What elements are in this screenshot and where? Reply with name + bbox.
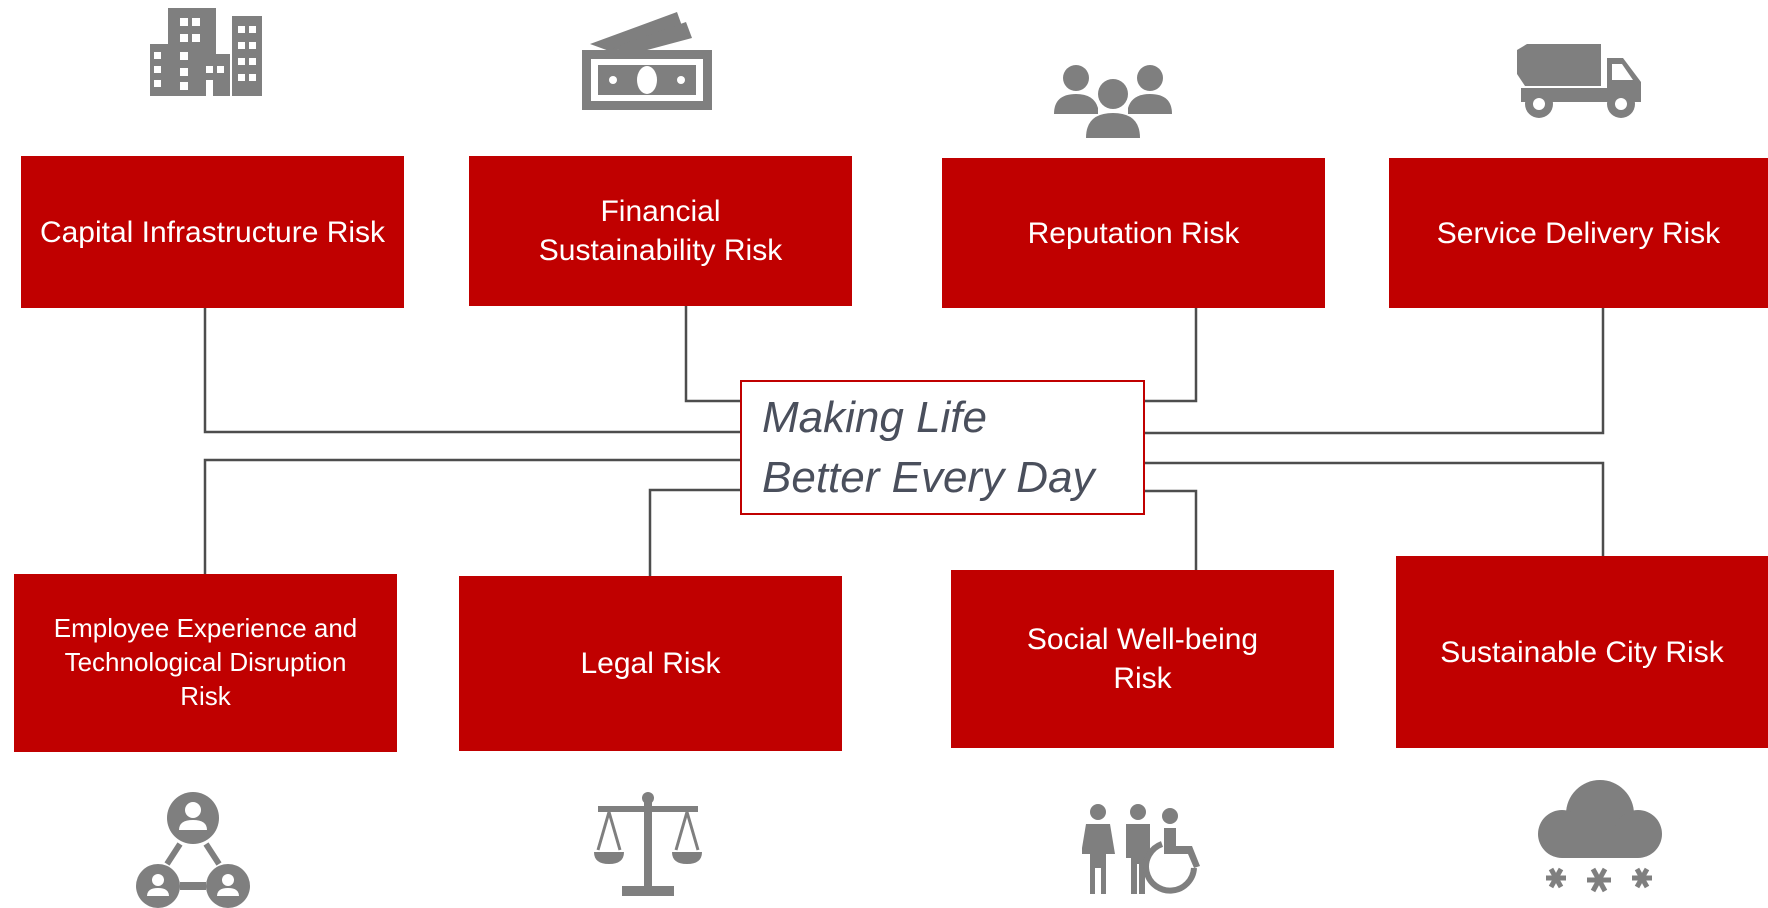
central-message: Making Life Better Every Day <box>762 393 1095 502</box>
risk-label: Reputation Risk <box>1027 216 1240 250</box>
balance-scale-icon <box>594 792 702 896</box>
connector-sustainable <box>1145 461 1605 558</box>
risk-label: Sustainable City Risk <box>1440 635 1724 669</box>
connector-service <box>1145 308 1605 435</box>
risk-label: Service Delivery Risk <box>1436 216 1721 250</box>
risk-label: Financial Sustainability Risk <box>538 195 783 267</box>
risk-box-service-delivery: Service Delivery Risk <box>1389 158 1768 308</box>
money-bills-icon <box>582 12 712 110</box>
people-accessibility-icon <box>1082 804 1200 894</box>
connector-reputation <box>1145 308 1198 403</box>
user-network-icon <box>136 792 250 908</box>
risk-label: Social Well-being Risk <box>1026 623 1259 695</box>
risk-label: Employee Experience and Technological Di… <box>53 613 358 711</box>
risk-box-capital-infrastructure: Capital Infrastructure Risk <box>21 156 404 308</box>
connector-capital <box>203 308 740 434</box>
connector-social <box>1145 489 1198 576</box>
connector-legal <box>648 488 740 576</box>
risk-box-sustainable-city: Sustainable City Risk <box>1396 556 1768 748</box>
risk-box-social-well-being: Social Well-being Risk <box>951 570 1334 748</box>
risk-label: Capital Infrastructure Risk <box>39 215 386 249</box>
risk-box-legal: Legal Risk <box>459 576 842 751</box>
dump-truck-icon <box>1517 44 1641 118</box>
city-buildings-icon <box>150 8 262 96</box>
connector-employee <box>203 458 740 576</box>
people-group-icon <box>1054 65 1172 138</box>
risk-box-reputation: Reputation Risk <box>942 158 1325 308</box>
snow-cloud-icon <box>1538 780 1662 893</box>
risk-box-financial-sustainability: Financial Sustainability Risk <box>469 156 852 306</box>
central-message-box: Making Life Better Every Day <box>740 380 1145 515</box>
risk-label: Legal Risk <box>580 647 721 680</box>
risk-box-employee-experience: Employee Experience and Technological Di… <box>14 574 397 752</box>
connector-financial <box>684 306 740 403</box>
